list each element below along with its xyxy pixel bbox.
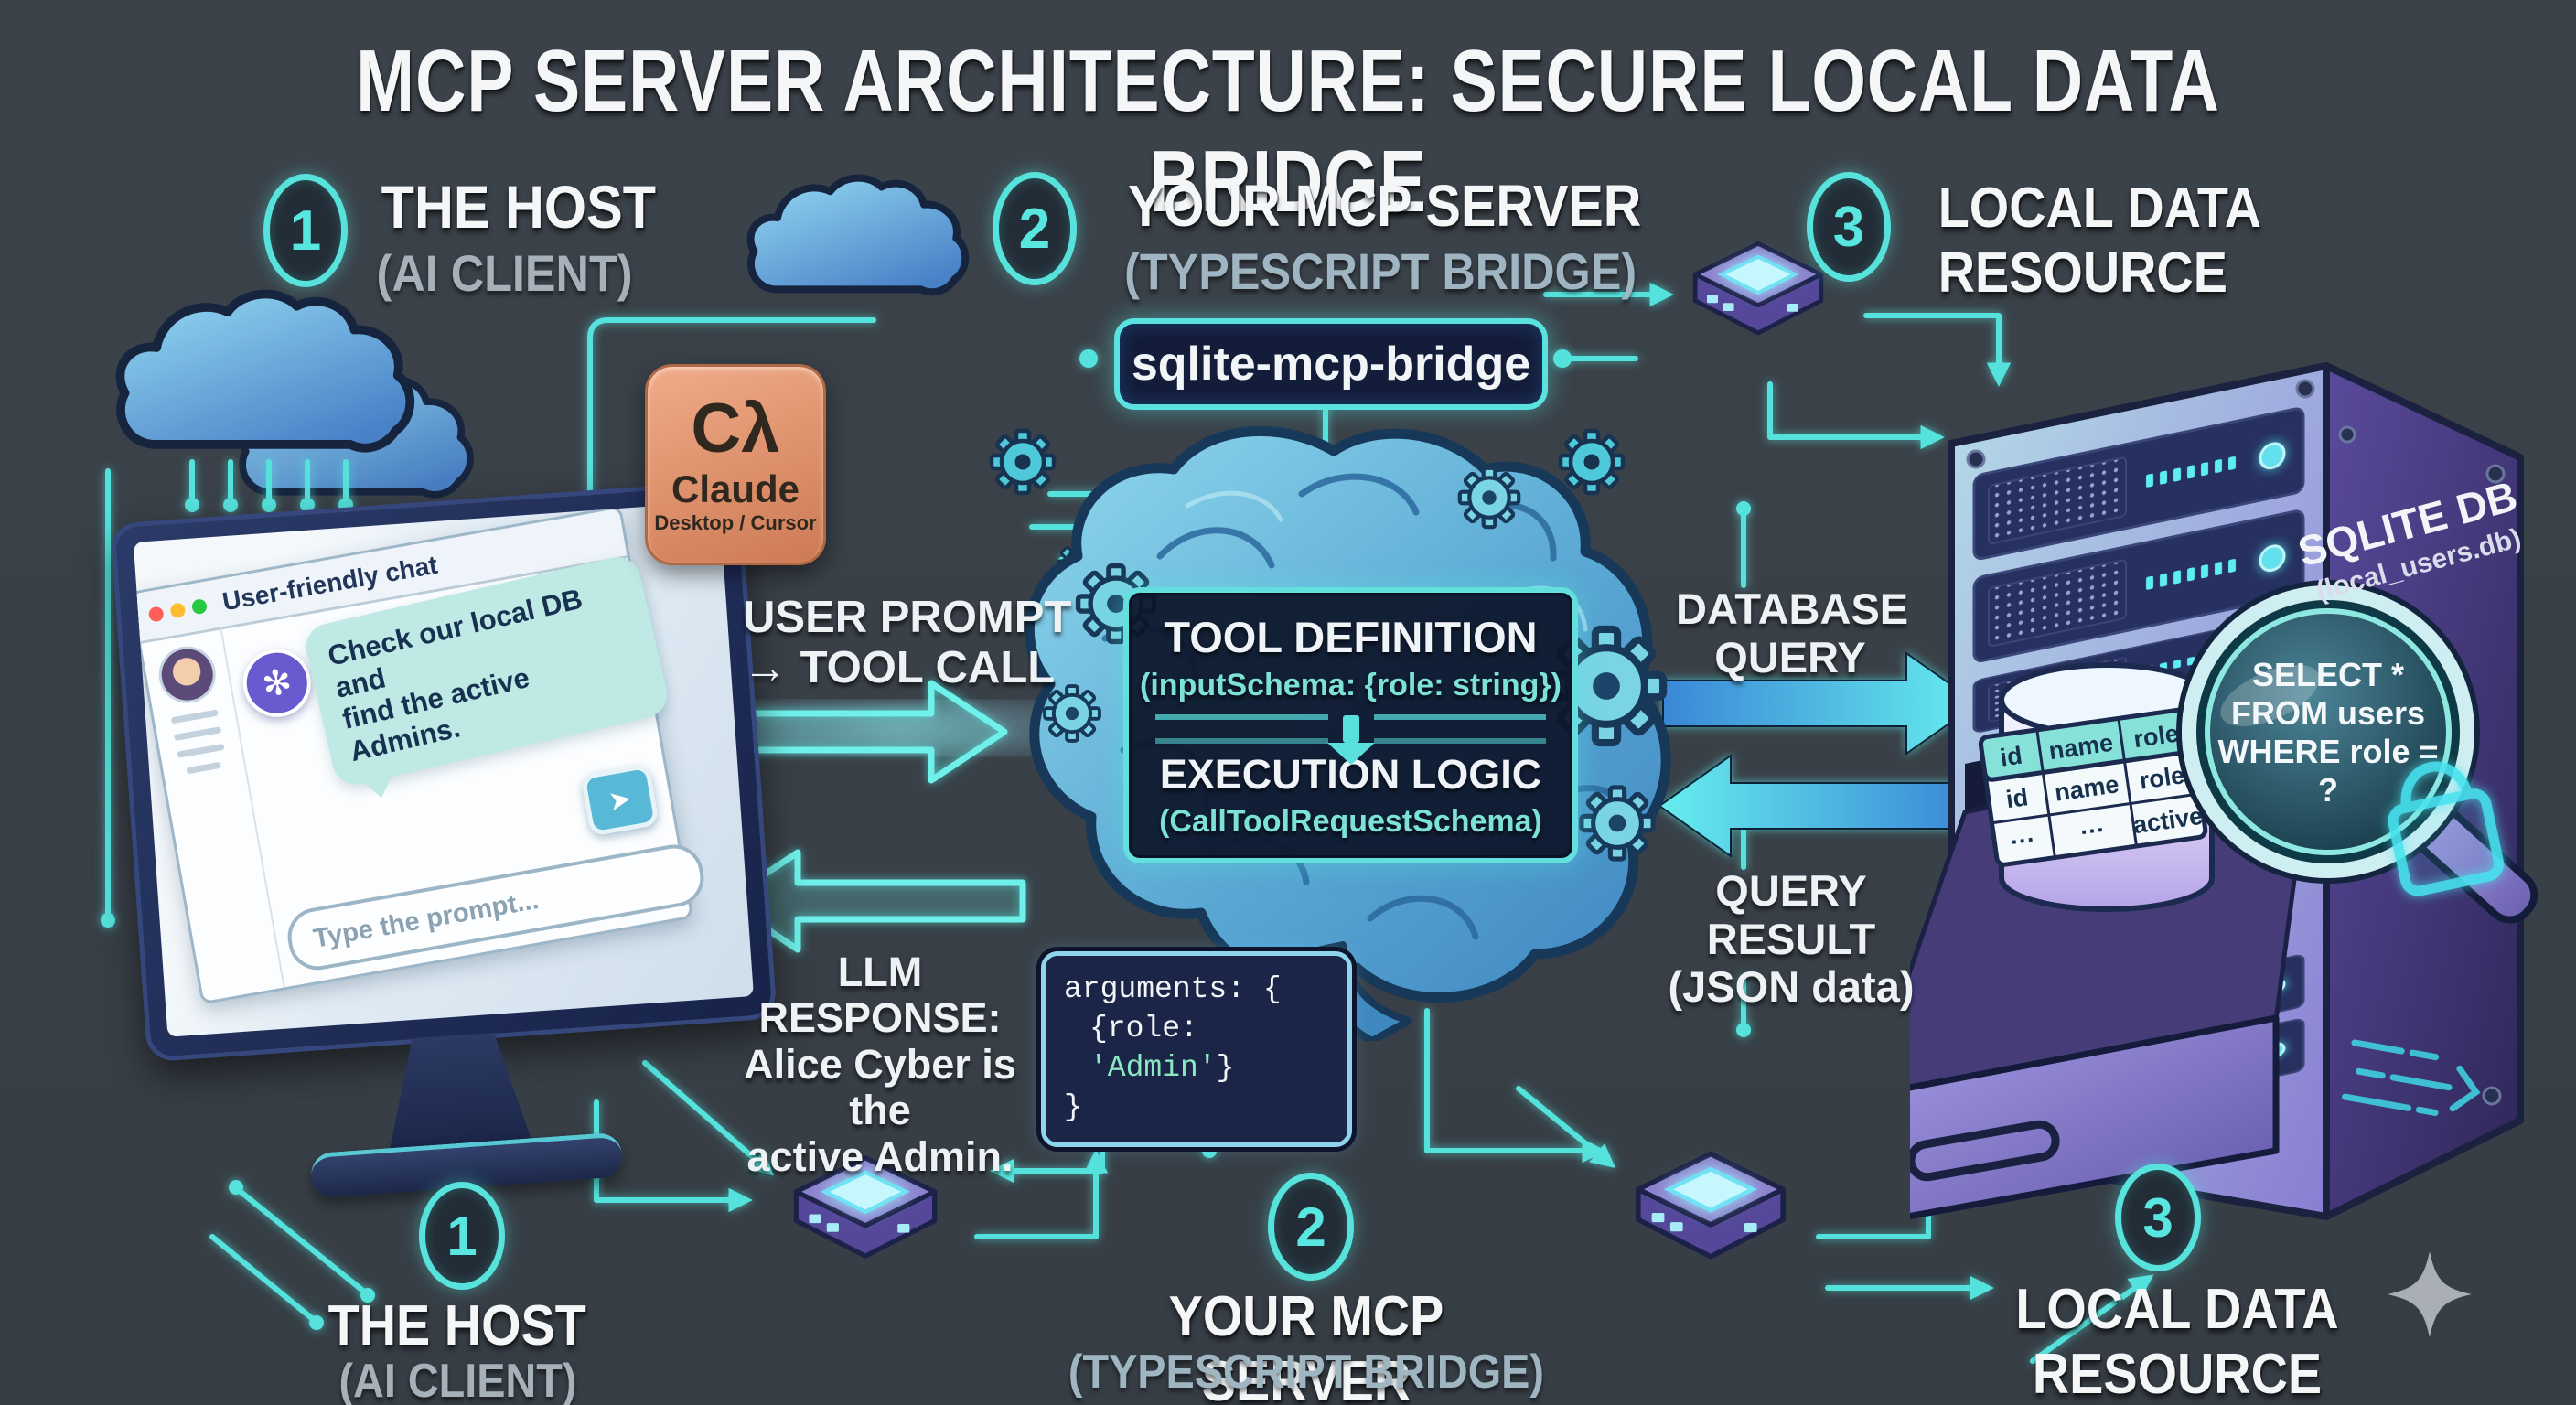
sidebar-line xyxy=(170,709,220,724)
claude-subtitle: Desktop / Cursor xyxy=(654,511,817,534)
table-header-role: role xyxy=(2131,720,2180,754)
sidebar-line xyxy=(177,743,225,758)
footer-mcp-subtitle: (TYPESCRIPT BRIDGE) xyxy=(1068,1346,1545,1399)
arguments-code-box: arguments: { {role: 'Admin'} } xyxy=(1041,951,1352,1147)
table-cell: id xyxy=(2004,783,2030,813)
gear-icon xyxy=(1460,468,1519,527)
gear-icon xyxy=(1582,788,1653,859)
footer-step-1-badge: 1 xyxy=(419,1182,505,1290)
drawer-handle xyxy=(1910,1120,2060,1182)
footer-host-title: THE HOST xyxy=(327,1294,587,1357)
database-query-label: DATABASE QUERY xyxy=(1676,585,1909,681)
footer-mcp-title: YOUR MCP SERVER xyxy=(1168,1285,1444,1405)
host-title: THE HOST xyxy=(381,173,657,241)
prompt-input[interactable] xyxy=(309,859,682,956)
chat-messages: ✻ Check our local DB and find the active… xyxy=(220,552,709,987)
step-3-badge: 3 xyxy=(1807,172,1891,282)
page-title: MCP SERVER ARCHITECTURE: SECURE LOCAL DA… xyxy=(356,32,2220,231)
claude-logo: Cλ xyxy=(691,390,780,467)
step-2-number: 2 xyxy=(1018,197,1051,261)
claude-name: Claude xyxy=(671,467,800,510)
traffic-light-zoom-icon[interactable] xyxy=(190,597,209,616)
database-query-arrow xyxy=(1662,651,1980,756)
step-2-badge: 2 xyxy=(993,172,1077,285)
sql-query-line2: FROM users xyxy=(2231,694,2425,732)
query-result-arrow xyxy=(1658,754,1975,858)
input-schema-text: (inputSchema: {role: string}) xyxy=(1140,667,1562,702)
chat-window: User-friendly chat ✻ Check our local DB … xyxy=(133,505,709,1005)
host-monitor: User-friendly chat ✻ Check our local DB … xyxy=(110,479,778,1199)
table-cell: ··· xyxy=(2009,825,2037,855)
tool-definition-title: TOOL DEFINITION xyxy=(1164,612,1538,661)
assistant-avatar-icon: ✻ xyxy=(237,643,317,723)
bridge-name-pill: sqlite-mcp-bridge xyxy=(1114,318,1548,410)
llm-response-label: LLM RESPONSE: Alice Cyber is the active … xyxy=(744,949,1016,1180)
send-icon: ➤ xyxy=(606,783,634,818)
footer-step-3-badge: 3 xyxy=(2115,1164,2201,1271)
network-chip-icon-top xyxy=(1695,243,1821,333)
sidebar-line xyxy=(186,761,222,775)
sql-query-line4: ? xyxy=(2318,771,2338,809)
code-line-1: arguments: { xyxy=(1064,972,1282,1006)
monitor-screen: User-friendly chat ✻ Check our local DB … xyxy=(133,501,754,1037)
footer-step-2-badge: 2 xyxy=(1268,1173,1354,1281)
network-hub-icon-right xyxy=(1638,1154,1783,1257)
prompt-input-bar xyxy=(283,840,709,975)
down-arrow-divider xyxy=(1154,713,1547,744)
table-header-id: id xyxy=(1999,742,2024,772)
host-subtitle: (AI CLIENT) xyxy=(376,244,633,302)
traffic-light-close-icon[interactable] xyxy=(147,606,165,623)
resource-title: LOCAL DATA RESOURCE xyxy=(1937,177,2259,305)
sql-query-line1: SELECT * xyxy=(2252,656,2404,693)
sidebar-line xyxy=(173,726,222,742)
code-admin-value: 'Admin' xyxy=(1089,1050,1217,1085)
footer-host-subtitle: (AI CLIENT) xyxy=(338,1355,576,1405)
mcp-title: YOUR MCP SERVER xyxy=(1128,173,1642,239)
user-prompt-label: USER PROMPT → TOOL CALL xyxy=(743,593,1072,692)
circuit-glyphs xyxy=(2342,1039,2481,1116)
table-cell: ··· xyxy=(2078,816,2107,846)
step-3-number: 3 xyxy=(1832,195,1865,259)
gear-icon xyxy=(1043,684,1101,743)
send-button[interactable]: ➤ xyxy=(580,763,660,837)
mcp-subtitle: (TYPESCRIPT BRIDGE) xyxy=(1124,242,1637,300)
cloud-icon-left xyxy=(120,295,470,495)
claude-app-badge: Cλ Claude Desktop / Cursor xyxy=(645,364,826,565)
tool-definition-box: TOOL DEFINITION (inputSchema: {role: str… xyxy=(1123,587,1578,863)
step-1-number: 1 xyxy=(289,198,322,263)
code-line-2: {role: 'Admin'} xyxy=(1089,1011,1235,1085)
query-result-label: QUERY RESULT (JSON data) xyxy=(1668,866,1915,1012)
code-line-3: } xyxy=(1064,1089,1082,1124)
down-arrow-icon xyxy=(1342,714,1359,743)
step-1-badge: 1 xyxy=(263,174,348,287)
sql-query-line3: WHERE role = xyxy=(2217,733,2438,770)
footer-resource-title: LOCAL DATA RESOURCE xyxy=(2015,1278,2339,1405)
sparkle-icon xyxy=(2388,1251,2472,1337)
lock-icon xyxy=(2388,761,2505,896)
table-cell: role xyxy=(2138,761,2186,795)
calltool-schema-text: (CallToolRequestSchema) xyxy=(1159,803,1542,839)
magnifier-icon: SELECT * FROM users WHERE role = ? xyxy=(2176,580,2538,924)
users-table: id name role id name role ··· ··· active xyxy=(1978,707,2208,867)
server-tower: id name role id name role ··· ··· active xyxy=(1910,362,2538,1220)
traffic-light-minimize-icon[interactable] xyxy=(169,602,187,619)
bridge-name-label: sqlite-mcp-bridge xyxy=(1131,338,1531,391)
user-avatar xyxy=(154,641,220,708)
